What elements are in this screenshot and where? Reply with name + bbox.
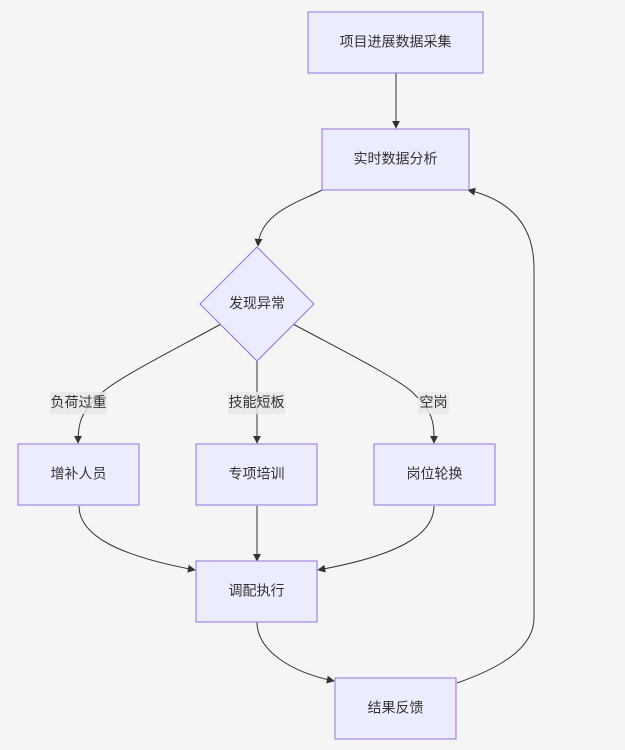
node-add-staff[interactable]: 增补人员 (17, 443, 140, 506)
node-analyze-label: 实时数据分析 (354, 152, 438, 168)
node-collect[interactable]: 项目进展数据采集 (307, 11, 484, 74)
node-rotation[interactable]: 岗位轮换 (373, 443, 496, 506)
node-rotation-label: 岗位轮换 (407, 466, 463, 483)
edge-label-skill-gap: 技能短板 (228, 392, 285, 414)
node-anomaly[interactable]: 发现异常 (199, 246, 315, 362)
edge-label-vacancy: 空岗 (418, 392, 449, 414)
node-training-label: 专项培训 (229, 467, 285, 483)
node-analyze[interactable]: 实时数据分析 (321, 128, 470, 191)
edge-anomaly-to-add-staff (74, 323, 222, 444)
edge-label-overload: 负荷过重 (50, 392, 107, 414)
node-execute-label: 调配执行 (229, 584, 285, 600)
edge-add-staff-to-execute (78, 505, 196, 573)
edge-label-overload-text: 负荷过重 (51, 395, 107, 411)
node-feedback-label: 结果反馈 (368, 701, 424, 717)
edge-anomaly-to-rotation (292, 323, 438, 444)
node-execute[interactable]: 调配执行 (195, 560, 318, 623)
edge-rotation-to-execute (317, 505, 435, 573)
node-training[interactable]: 专项培训 (195, 443, 318, 506)
edge-label-skill-gap-text: 技能短板 (229, 395, 285, 411)
edge-analyze-to-anomaly (254, 189, 323, 247)
edges (74, 73, 535, 684)
edge-feedback-to-analyze (456, 187, 535, 684)
edge-label-vacancy-text: 空岗 (420, 395, 448, 411)
node-add-staff-label: 增补人员 (51, 467, 107, 483)
edge-execute-to-feedback (256, 621, 335, 684)
node-collect-label: 项目进展数据采集 (340, 34, 452, 51)
node-feedback[interactable]: 结果反馈 (334, 677, 457, 740)
node-anomaly-label: 发现异常 (229, 296, 285, 312)
